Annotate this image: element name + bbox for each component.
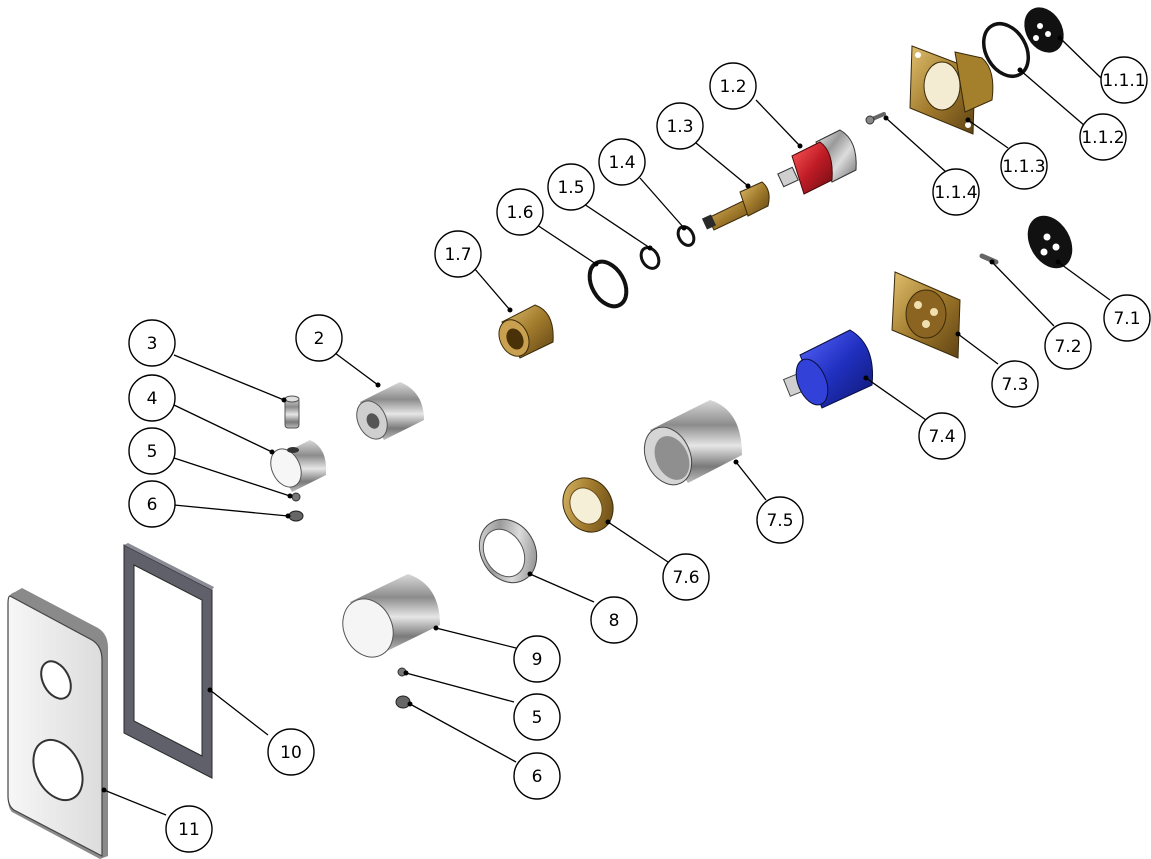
callout-3: 3 xyxy=(128,319,176,367)
part-blue-cartridge xyxy=(782,329,874,409)
part-chrome-ring xyxy=(478,518,538,584)
part-cap-nut-lower xyxy=(395,695,411,709)
part-small-o-ring xyxy=(639,246,661,270)
callout-9: 9 xyxy=(513,635,561,683)
callout-label: 1.1.4 xyxy=(934,183,977,203)
callout-label: 1.1.1 xyxy=(1102,71,1145,91)
callout-label: 3 xyxy=(147,334,158,354)
callout-5-lower: 5 xyxy=(513,693,561,741)
callout-7-5: 7.5 xyxy=(756,496,804,544)
callout-label: 5 xyxy=(147,442,158,462)
part-upper-o-ring xyxy=(981,22,1031,78)
callout-1-1-1: 1.1.1 xyxy=(1100,56,1148,104)
callout-1-1-4: 1.1.4 xyxy=(932,168,980,216)
part-small-handle-body xyxy=(270,440,327,492)
callout-6-upper: 6 xyxy=(128,480,176,528)
callout-label: 7.5 xyxy=(766,511,793,531)
callout-label: 7.3 xyxy=(1001,375,1028,395)
callout-1-3: 1.3 xyxy=(656,102,704,150)
part-brass-nut xyxy=(562,477,614,533)
callout-11: 11 xyxy=(165,805,213,853)
callout-7-6: 7.6 xyxy=(662,553,710,601)
part-red-cartridge xyxy=(777,129,857,195)
part-grub-screw-upper xyxy=(291,492,301,502)
part-screw xyxy=(865,112,886,125)
part-brass-spindle xyxy=(701,181,770,231)
callout-1-6: 1.6 xyxy=(496,188,544,236)
part-pin-upper xyxy=(284,395,300,429)
part-handle-cover xyxy=(342,574,440,658)
leader-lines xyxy=(103,37,1111,816)
callout-7-1: 7.1 xyxy=(1103,294,1151,342)
callout-label: 7.2 xyxy=(1054,337,1081,357)
part-cover-plate xyxy=(7,588,108,859)
part-black-disc-upper xyxy=(1024,7,1064,53)
callout-label: 1.6 xyxy=(506,203,533,223)
callout-10: 10 xyxy=(267,728,315,776)
part-brass-bushing xyxy=(498,304,554,359)
callout-label: 8 xyxy=(609,611,620,631)
part-cap-nut-upper xyxy=(288,510,304,522)
callout-4: 4 xyxy=(128,374,176,422)
callout-7-4: 7.4 xyxy=(918,412,966,460)
callout-label: 9 xyxy=(532,650,543,670)
callout-6-lower: 6 xyxy=(513,752,561,800)
callout-label: 11 xyxy=(178,820,200,840)
callout-5-upper: 5 xyxy=(128,427,176,475)
callout-label: 6 xyxy=(147,495,158,515)
callout-8: 8 xyxy=(590,596,638,644)
callout-label: 1.2 xyxy=(719,77,746,97)
leader-arrowheads xyxy=(101,35,1063,793)
part-brass-flange-upper xyxy=(909,45,994,135)
callout-label: 1.1.3 xyxy=(1002,157,1045,177)
callout-1-4: 1.4 xyxy=(598,138,646,186)
part-black-disc-lower xyxy=(1027,215,1073,269)
part-gasket-frame xyxy=(123,543,214,779)
callout-label: 7.4 xyxy=(928,427,955,447)
callout-1-1-2: 1.1.2 xyxy=(1079,113,1127,161)
part-tiny-o-ring xyxy=(676,225,696,247)
callout-label: 1.4 xyxy=(608,153,635,173)
callout-label: 5 xyxy=(532,708,543,728)
callout-label: 1.5 xyxy=(557,178,584,198)
callout-label: 7.1 xyxy=(1113,309,1140,329)
callout-1-5: 1.5 xyxy=(547,163,595,211)
callout-label: 6 xyxy=(532,767,543,787)
callout-label: 10 xyxy=(280,743,302,763)
callout-label: 1.3 xyxy=(666,117,693,137)
callout-label: 1.1.2 xyxy=(1081,128,1124,148)
callout-2: 2 xyxy=(295,314,343,362)
part-chrome-sleeve xyxy=(643,400,742,486)
callout-1-7: 1.7 xyxy=(434,230,482,278)
callout-label: 2 xyxy=(314,329,325,349)
callout-label: 1.7 xyxy=(444,245,471,265)
callout-1-1-3: 1.1.3 xyxy=(1000,142,1048,190)
callout-label: 7.6 xyxy=(672,568,699,588)
part-chrome-insert xyxy=(356,382,424,440)
callout-7-3: 7.3 xyxy=(991,360,1039,408)
callout-7-2: 7.2 xyxy=(1044,322,1092,370)
part-large-o-ring xyxy=(587,259,629,309)
part-brass-flange-lower xyxy=(891,271,961,359)
callout-1-2: 1.2 xyxy=(709,62,757,110)
callout-label: 4 xyxy=(147,389,158,409)
